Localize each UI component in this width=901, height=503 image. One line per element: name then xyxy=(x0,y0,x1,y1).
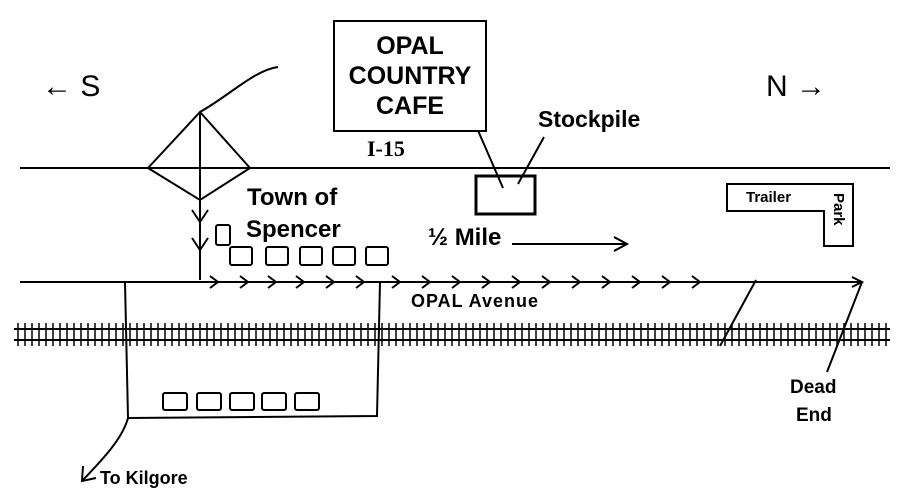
north-compass: N → xyxy=(766,70,826,104)
trailer-label: Trailer xyxy=(746,189,792,206)
stockpile-pointer xyxy=(517,136,545,185)
trailer-park-outline xyxy=(726,183,854,247)
route-arrow xyxy=(601,275,612,289)
north-arrow: → xyxy=(796,70,827,103)
building xyxy=(162,392,188,411)
building xyxy=(332,246,356,266)
building xyxy=(196,392,222,411)
route-arrow xyxy=(661,275,672,289)
side-road-loop xyxy=(124,281,381,420)
kilgore-arrow-head xyxy=(80,465,97,483)
cafe-line-1: OPAL xyxy=(376,32,444,60)
town-label-line2: Spencer xyxy=(246,216,341,243)
distance-unit: Mile xyxy=(454,224,502,251)
building xyxy=(215,224,231,246)
park-label: Park xyxy=(830,193,847,226)
highway-label: I-15 xyxy=(367,136,405,161)
route-arrow xyxy=(691,275,702,289)
building xyxy=(265,246,289,266)
cafe-line-3: CAFE xyxy=(375,92,445,120)
route-arrow xyxy=(325,275,336,289)
dead-end-line2: End xyxy=(796,405,832,426)
building xyxy=(229,392,255,411)
half-mile-arrow-head xyxy=(613,236,630,252)
south-label: S xyxy=(80,70,101,103)
stockpile-label: Stockpile xyxy=(538,106,641,132)
interchange-ramp xyxy=(199,66,279,113)
route-arrow xyxy=(209,275,220,289)
interchange-arrow-2 xyxy=(191,237,209,252)
route-arrow xyxy=(391,275,402,289)
cafe-line-2: COUNTRY xyxy=(348,62,472,90)
route-arrow xyxy=(267,275,278,289)
route-arrow xyxy=(481,275,492,289)
route-arrow xyxy=(571,275,582,289)
route-arrow xyxy=(541,275,552,289)
distance-label: ½ Mile xyxy=(428,226,501,250)
south-arrow: ← xyxy=(42,70,72,103)
kilgore-road xyxy=(82,417,129,481)
route-arrow xyxy=(511,275,522,289)
building xyxy=(299,246,323,266)
dead-end-line1: Dead xyxy=(790,377,837,398)
interchange-arrow xyxy=(191,209,209,224)
south-compass: ← S xyxy=(42,70,100,104)
route-arrow xyxy=(239,275,250,289)
route-arrows xyxy=(209,275,702,289)
kilgore-label: To Kilgore xyxy=(100,468,188,488)
stockpile-box xyxy=(474,174,537,216)
crossing-road xyxy=(719,279,757,347)
north-label: N xyxy=(766,70,788,103)
avenue-label: OPAL Avenue xyxy=(411,291,540,311)
building xyxy=(229,246,253,266)
route-arrow xyxy=(421,275,432,289)
building xyxy=(365,246,389,266)
south-buildings xyxy=(162,392,320,411)
route-arrow xyxy=(355,275,366,289)
building xyxy=(294,392,320,411)
railroad-ties xyxy=(17,323,887,346)
town-buildings xyxy=(215,224,389,266)
route-arrow xyxy=(631,275,642,289)
cafe-sign: OPAL COUNTRY CAFE xyxy=(333,20,487,132)
dead-end-road xyxy=(826,281,863,373)
building xyxy=(261,392,287,411)
route-arrow xyxy=(451,275,462,289)
distance-fraction: ½ xyxy=(428,224,449,251)
town-label-line1: Town of xyxy=(247,184,338,211)
route-arrow xyxy=(295,275,306,289)
